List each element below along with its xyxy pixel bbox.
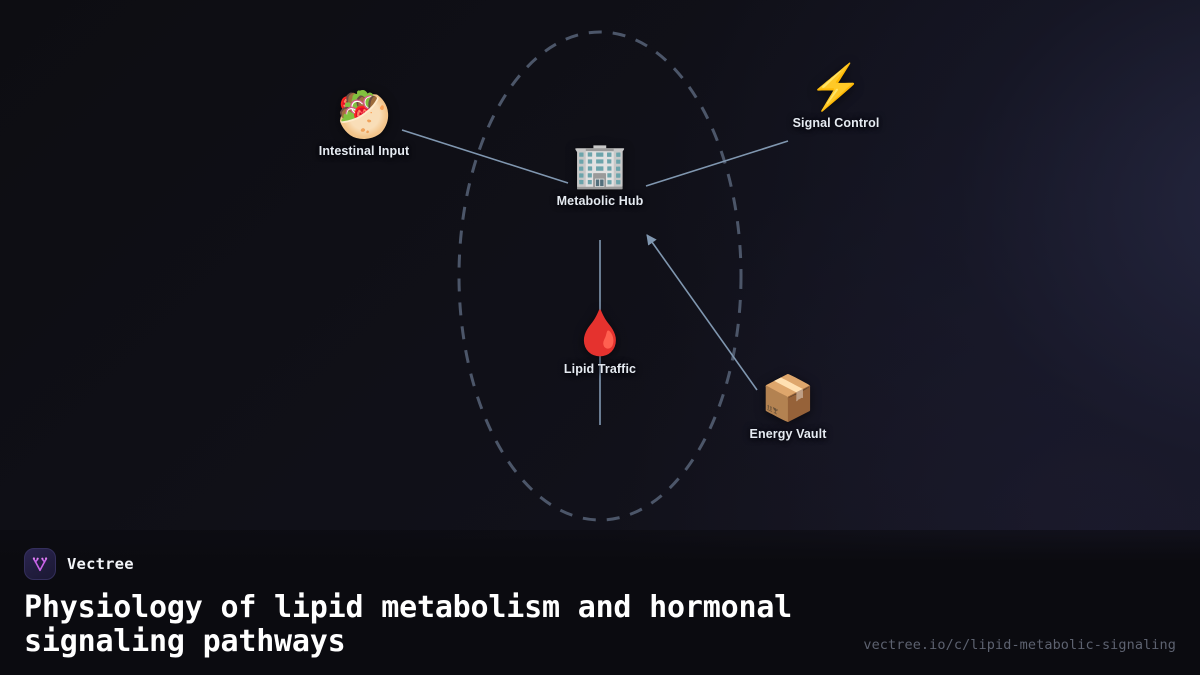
edge-vault-to-hub[interactable] xyxy=(646,234,758,391)
graph-node-label: Lipid Traffic xyxy=(563,362,637,376)
graph-node-energy-vault[interactable]: 📦 Energy Vault xyxy=(749,374,827,442)
graph-vector-layer xyxy=(401,30,789,522)
slide-title: Physiology of lipid metabolism and hormo… xyxy=(24,590,793,659)
graph-node-signal-control[interactable]: ⚡ Signal Control xyxy=(792,63,880,131)
office-building-icon: 🏢 xyxy=(572,141,628,190)
slide-footer: Vectree Physiology of lipid metabolism a… xyxy=(0,530,1200,675)
brand-name: Vectree xyxy=(67,555,134,573)
graph-node-label: Intestinal Input xyxy=(318,144,410,158)
source-url[interactable]: vectree.io/c/lipid-metabolic-signaling xyxy=(863,637,1176,653)
package-icon: 📦 xyxy=(760,374,816,423)
graph-node-metabolic-hub[interactable]: 🏢 Metabolic Hub xyxy=(556,141,644,209)
vectree-logo[interactable] xyxy=(24,548,56,580)
cluster-boundary-ellipse xyxy=(457,30,743,522)
brand-row: Vectree xyxy=(24,548,1176,580)
graph-node-label: Energy Vault xyxy=(749,427,827,441)
edge-intestinal-to-hub[interactable] xyxy=(401,129,569,184)
graph-node-label: Signal Control xyxy=(792,116,880,130)
graph-node-label: Metabolic Hub xyxy=(556,194,644,208)
drop-of-blood-icon: 🩸 xyxy=(572,309,628,358)
high-voltage-icon: ⚡ xyxy=(808,63,864,112)
graph-node-lipid-traffic[interactable]: 🩸 Lipid Traffic xyxy=(563,309,637,377)
graph-node-intestinal-input[interactable]: 🥙 Intestinal Input xyxy=(318,91,410,159)
vectree-branch-icon xyxy=(32,557,48,572)
stuffed-flatbread-icon: 🥙 xyxy=(336,91,392,140)
edge-signal-to-hub[interactable] xyxy=(645,140,789,187)
concept-graph[interactable]: 🥙 Intestinal Input 🏢 Metabolic Hub ⚡ Sig… xyxy=(0,0,1200,530)
